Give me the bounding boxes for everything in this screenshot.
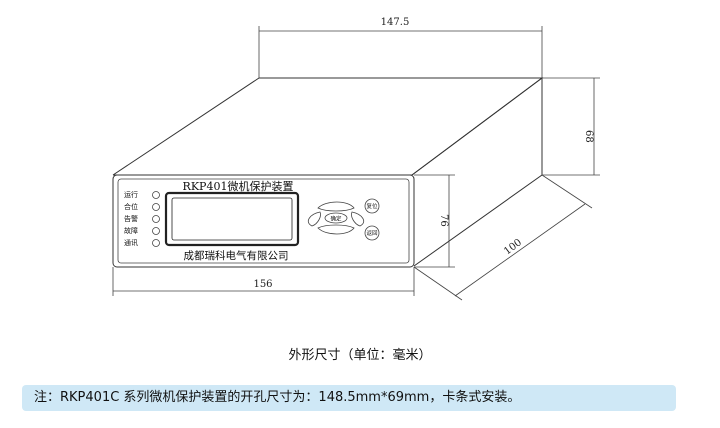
figure-caption: 外形尺寸（单位：毫米） <box>288 348 432 363</box>
confirm-key-label: 确定 <box>330 215 342 223</box>
left-arrow-key-icon <box>307 211 321 227</box>
dimension-label-right-height: 68 <box>583 130 594 143</box>
dimension-label-front-width: 156 <box>253 279 272 290</box>
front-panel <box>112 174 415 268</box>
led-label: 合位 <box>124 202 138 211</box>
led-icon <box>152 227 160 235</box>
down-arrow-key-icon <box>317 224 355 235</box>
device-dimension-drawing: RKP401微机保护装置 运行 合位 告警 故障 通讯 确定 复位 返回 成都瑞… <box>112 17 600 301</box>
up-arrow-key-icon <box>317 201 355 212</box>
led-label: 故障 <box>124 226 138 235</box>
panel-title: RKP401微机保护装置 <box>183 179 294 193</box>
dimension-front-width: 156 <box>112 267 415 296</box>
led-icon <box>152 203 160 211</box>
return-key-label: 返回 <box>366 230 378 237</box>
keypad: 确定 复位 返回 <box>307 198 380 241</box>
lcd-screen <box>164 191 300 247</box>
led-icon <box>152 215 160 223</box>
right-arrow-key-icon <box>351 211 365 227</box>
dimension-label-depth: 100 <box>502 237 524 257</box>
dimension-depth: 100 <box>413 174 593 301</box>
led-label: 告警 <box>124 214 138 223</box>
note-text: 注：RKP401C 系列微机保护装置的开孔尺寸为：148.5mm*69mm，卡条… <box>34 390 521 405</box>
dimension-label-top-width: 147.5 <box>381 17 410 28</box>
reset-key-label: 复位 <box>366 202 378 210</box>
led-label: 通讯 <box>124 238 138 247</box>
led-icon <box>152 239 160 247</box>
dimension-front-height: 76 <box>414 174 455 268</box>
confirm-key <box>324 212 348 224</box>
return-key <box>364 225 380 241</box>
device-body-outline <box>112 77 544 267</box>
company-name: 成都瑞科电气有限公司 <box>184 249 289 262</box>
led-indicators: 运行 合位 告警 故障 通讯 <box>124 190 160 247</box>
led-label: 运行 <box>124 190 138 199</box>
dimension-label-front-height: 76 <box>438 214 449 227</box>
reset-key <box>364 198 380 214</box>
led-icon <box>152 191 160 199</box>
dimension-top-width: 147.5 <box>258 17 543 78</box>
dimension-right-height: 68 <box>542 77 600 176</box>
note-bar: 注：RKP401C 系列微机保护装置的开孔尺寸为：148.5mm*69mm，卡条… <box>22 385 676 411</box>
